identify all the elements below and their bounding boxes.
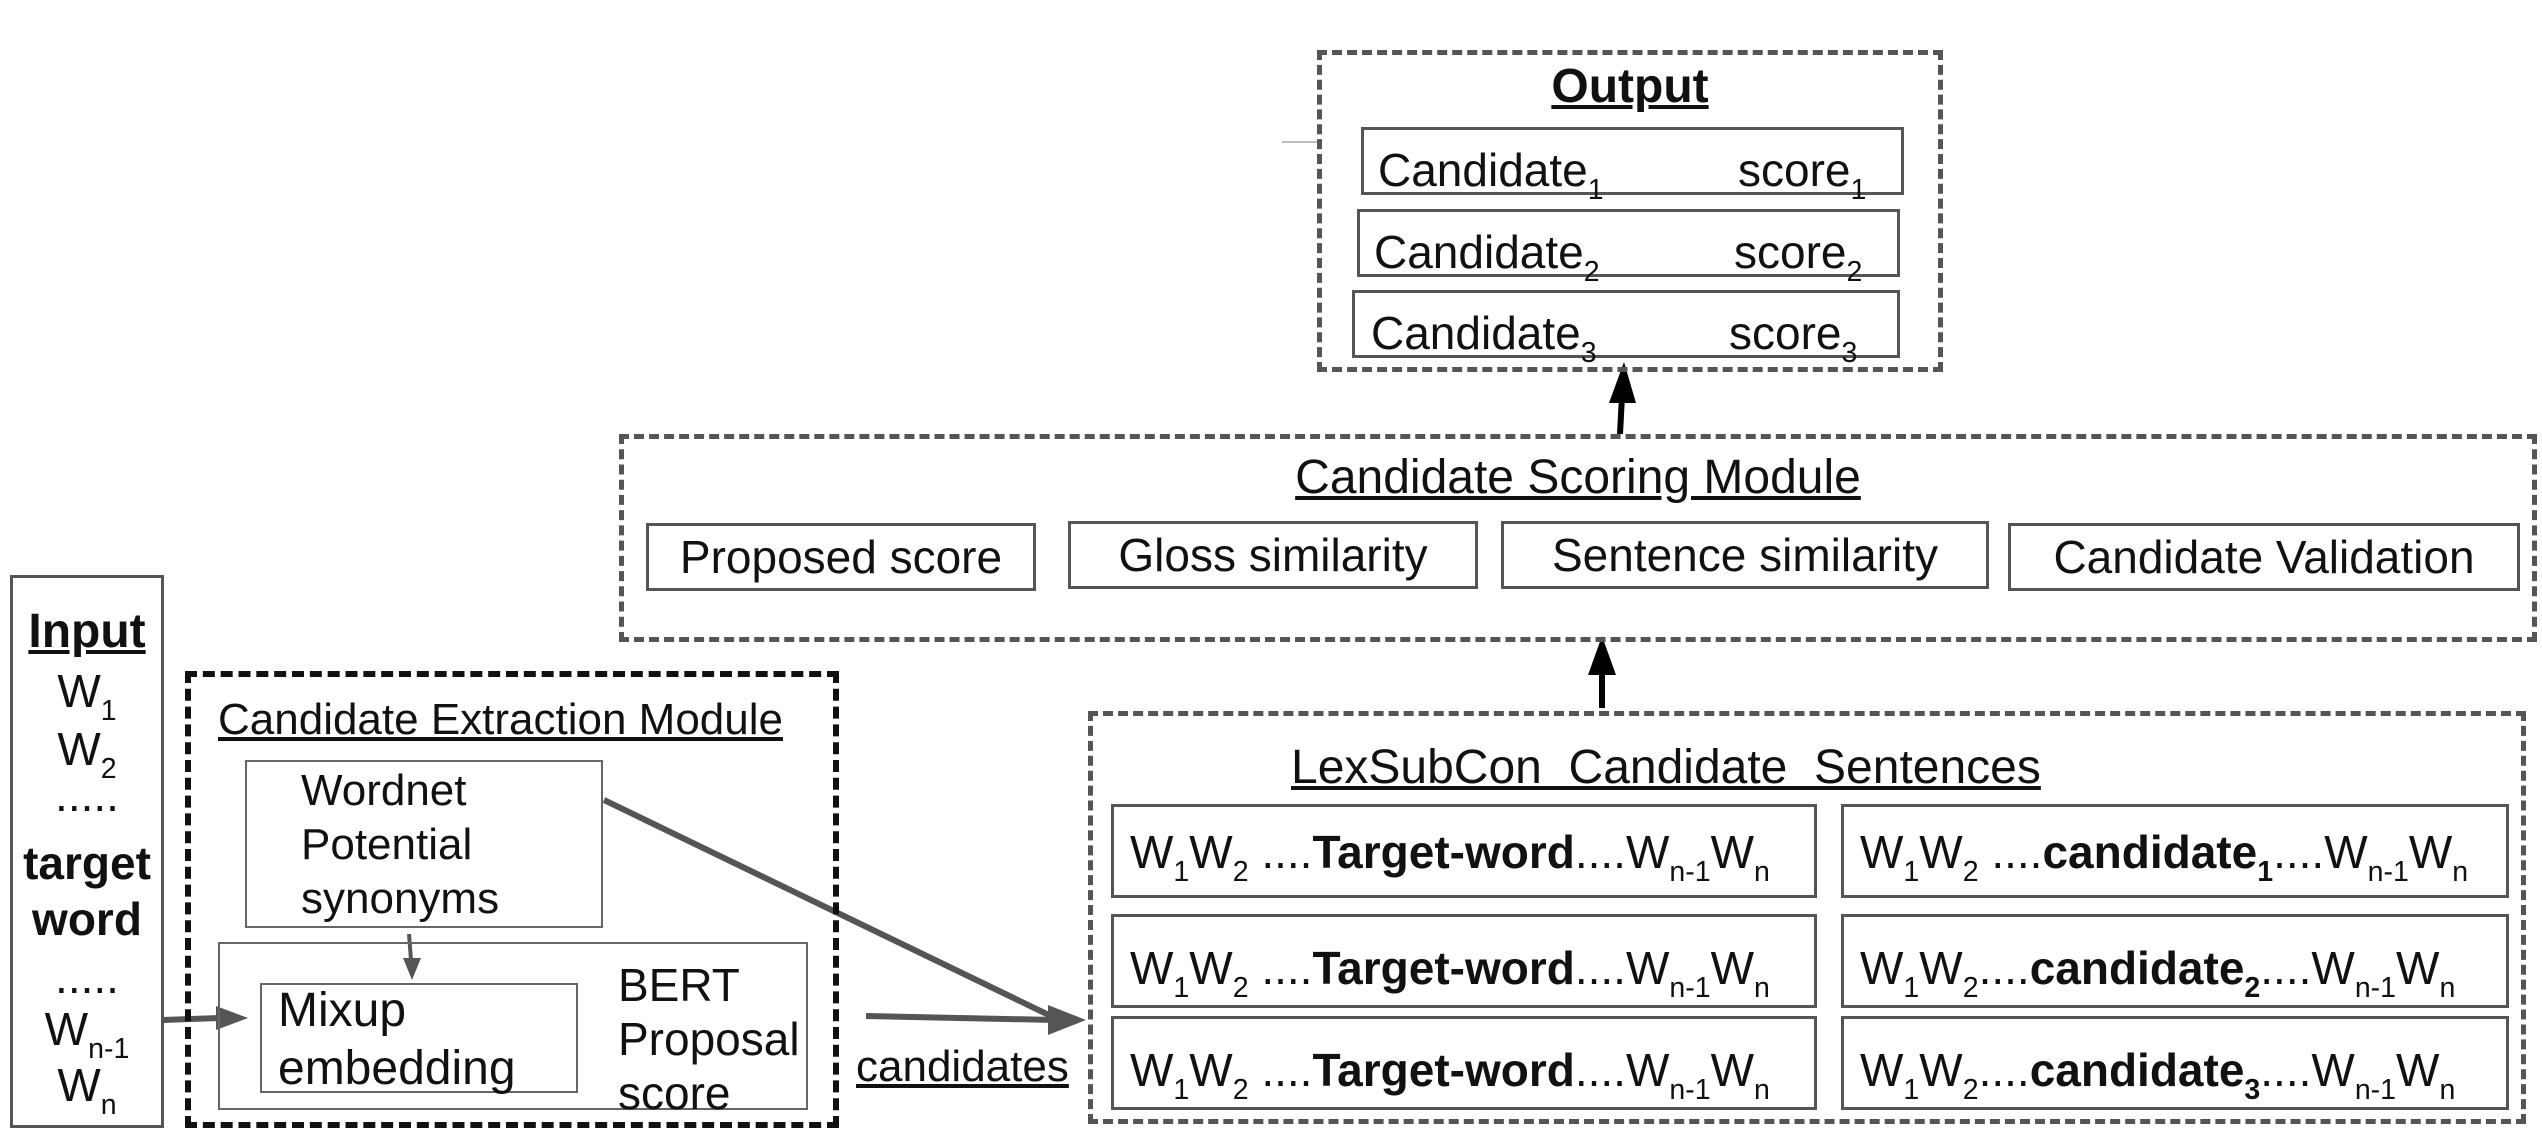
candidate-label: Candidate1 — [1378, 144, 1604, 206]
arrowhead-input-to-mixup — [216, 1006, 248, 1030]
mixup-bert-box: Mixup embedding BERT Proposal score — [218, 942, 808, 1119]
candidate-validation-box: Candidate Validation — [2008, 523, 2520, 591]
target-word: Target-word — [1312, 942, 1575, 994]
candidate-word: candidate1 — [2042, 826, 2274, 888]
candidate-label: Candidate2 — [1374, 226, 1600, 288]
wordnet-line: Wordnet — [301, 766, 467, 815]
candidate-label: Candidate3 — [1371, 307, 1597, 369]
wordnet-box: Wordnet Potential synonyms — [245, 760, 603, 928]
target-sentence-row: W1W2 ....Target-word....Wn-1Wn — [1111, 914, 1817, 1008]
candidate-sentence-row: W1W2....candidate2....Wn-1Wn — [1841, 914, 2509, 1008]
input-w1: W1 — [57, 665, 117, 727]
mixup-line: embedding — [278, 1042, 516, 1095]
mixup-line: Mixup — [278, 984, 407, 1037]
extraction-module-title: Candidate Extraction Module — [218, 695, 783, 744]
target-word: Target-word — [1312, 1044, 1575, 1096]
wordnet-line: synonyms — [301, 874, 500, 923]
scoring-module-panel: Candidate Scoring Module Proposed score … — [619, 434, 2537, 642]
candidate-sentence-row: W1W2 ....candidate1....Wn-1Wn — [1841, 804, 2509, 898]
extraction-module-panel: Candidate Extraction Module Wordnet Pote… — [185, 671, 839, 1128]
target-word: Target-word — [1312, 826, 1575, 878]
output-row: Candidate2 score2 — [1357, 209, 1900, 288]
arrowhead-wordnet-to-mixup — [403, 958, 421, 980]
output-row: Candidate1 score1 — [1361, 127, 1904, 206]
input-w2: W2 — [57, 723, 117, 785]
arrowhead-scoring-to-output — [1609, 362, 1636, 403]
input-word: word — [32, 893, 142, 945]
gloss-similarity-box: Gloss similarity — [1068, 521, 1478, 589]
proposed-score-box: Proposed score — [646, 523, 1036, 591]
arrow-wordnet-to-mixup — [407, 933, 413, 961]
input-wn1: Wn-1 — [44, 1003, 130, 1065]
wordnet-line: Potential — [301, 820, 473, 869]
candidates-label: candidates — [856, 1042, 1069, 1091]
input-title: Input — [28, 605, 146, 658]
target-sentence-row: W1W2 ....Target-word....Wn-1Wn — [1111, 1016, 1817, 1110]
arrow-input-to-mixup — [161, 1015, 221, 1023]
candidate-word: candidate3 — [2029, 1044, 2261, 1106]
lexsubcon-panel: LexSubCon Candidate Sentences W1W2 ....T… — [1088, 711, 2526, 1124]
candidate-sentence-row: W1W2....candidate3....Wn-1Wn — [1841, 1016, 2509, 1110]
input-panel: Input W1 W2 ..... target word ..... Wn-1… — [10, 575, 164, 1128]
score-label: score2 — [1734, 226, 1863, 288]
output-panel: Output Candidate1 score1 Candidate2 scor… — [1317, 50, 1943, 372]
arrowhead-lexsubcon-to-scoring — [1588, 636, 1616, 675]
score-label: score3 — [1729, 307, 1858, 369]
output-title: Output — [1551, 59, 1709, 113]
bert-line: BERT — [618, 959, 740, 1011]
scoring-module-title: Candidate Scoring Module — [1295, 450, 1861, 504]
target-sentence-row: W1W2 ....Target-word....Wn-1Wn — [1111, 804, 1817, 898]
input-target: target — [23, 837, 151, 889]
arrow-candidates-to-lexsubcon — [865, 1013, 1056, 1023]
input-wn: Wn — [57, 1059, 117, 1121]
candidate-word: candidate2 — [2029, 942, 2261, 1004]
arrowhead-candidates-to-lexsubcon — [1048, 1005, 1086, 1035]
score-label: score1 — [1738, 144, 1867, 206]
sentence-similarity-box: Sentence similarity — [1501, 521, 1989, 589]
bert-line: score — [618, 1067, 731, 1119]
arrow-wordnet-to-lexsubcon — [602, 797, 1057, 1021]
lexsubcon-title: LexSubCon Candidate Sentences — [1291, 741, 2041, 794]
bert-line: Proposal — [618, 1013, 800, 1065]
output-row: Candidate3 score3 — [1352, 290, 1900, 369]
input-dots-top: ..... — [55, 769, 119, 821]
input-dots-bottom: ..... — [55, 951, 119, 1003]
mixup-box: Mixup embedding — [260, 983, 578, 1095]
